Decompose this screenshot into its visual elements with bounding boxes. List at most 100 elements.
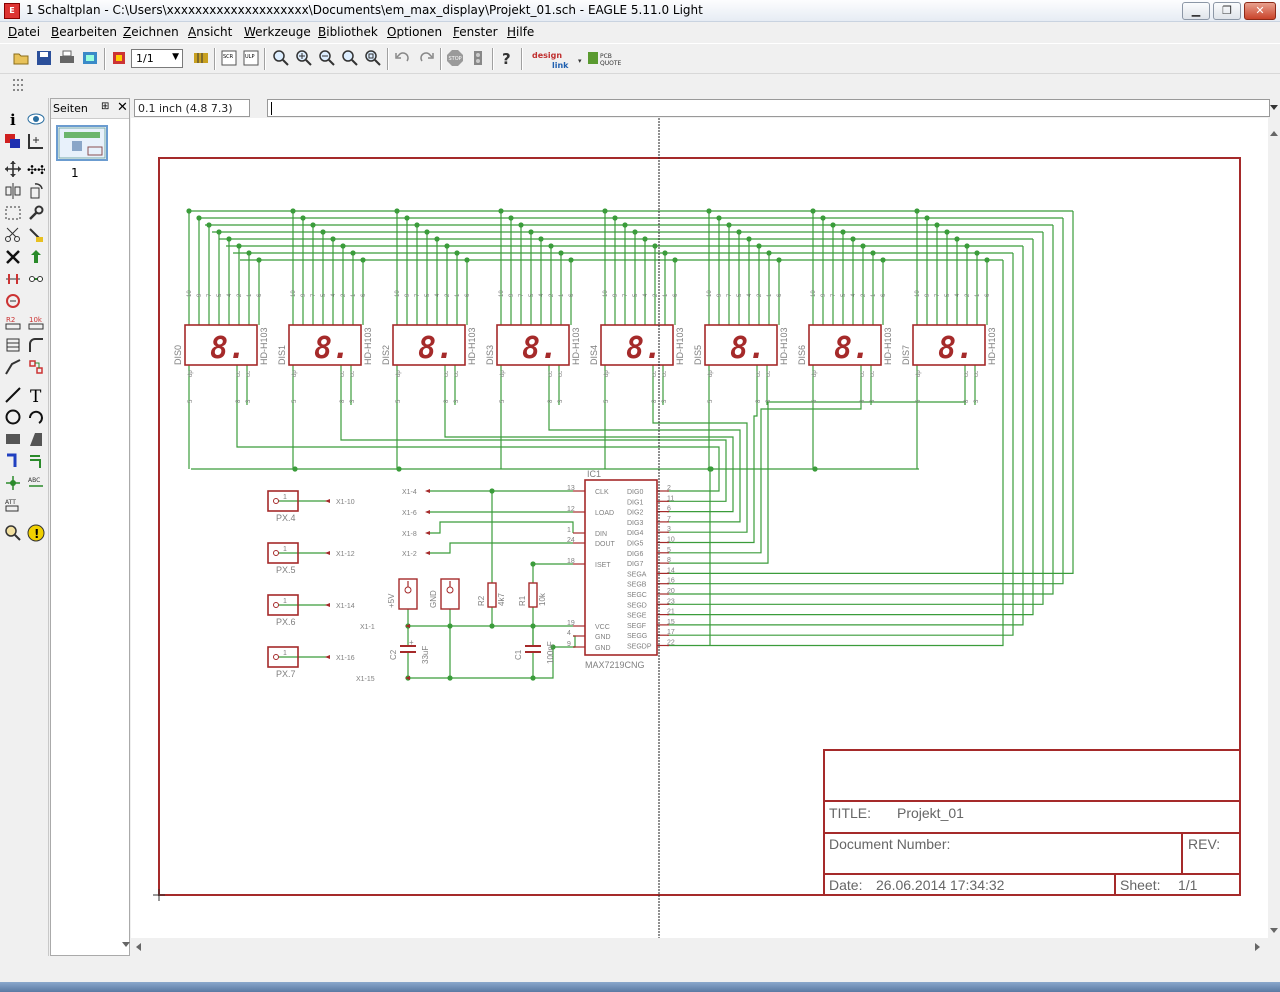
polygon-icon[interactable]: [27, 430, 45, 448]
split-icon[interactable]: [4, 358, 22, 376]
connector-pin: [267, 594, 299, 616]
pages-scroll-down-icon[interactable]: [122, 940, 130, 948]
gateswap-icon[interactable]: [27, 270, 45, 288]
invoke-icon[interactable]: [27, 358, 45, 376]
junction-dot: [707, 466, 713, 472]
go-icon[interactable]: [469, 49, 487, 67]
use-library-icon[interactable]: [192, 49, 210, 67]
paste-icon[interactable]: [27, 226, 45, 244]
copy-icon[interactable]: ✣✣: [27, 160, 45, 178]
resistor: [528, 582, 538, 608]
close-button[interactable]: ✕: [1244, 2, 1276, 20]
sheet-select[interactable]: 1/1▼: [131, 49, 183, 68]
close-icon[interactable]: ✕: [117, 100, 128, 115]
menu-zeichnen[interactable]: Zeichnen: [123, 25, 179, 39]
menu-optionen[interactable]: Optionen: [387, 25, 442, 39]
help-icon[interactable]: ?: [498, 49, 516, 67]
undo-icon[interactable]: [394, 49, 412, 67]
page-thumbnail[interactable]: [56, 125, 108, 161]
miter-icon[interactable]: [27, 336, 45, 354]
display-bottom-pin-name: dp: [396, 370, 402, 377]
redo-icon[interactable]: [417, 49, 435, 67]
grip-icon[interactable]: [12, 78, 26, 94]
menu-bearbeiten[interactable]: Bearbeiten: [51, 25, 117, 39]
info-icon[interactable]: i: [4, 110, 22, 128]
display-bottom-pin-number: 5: [812, 399, 818, 403]
errors-warning-icon[interactable]: !: [27, 524, 45, 542]
restore-button[interactable]: ❐: [1213, 2, 1241, 20]
design-link-icon[interactable]: design link ▾: [530, 48, 590, 70]
scroll-up-icon[interactable]: [1270, 130, 1278, 138]
segment-wire: [667, 253, 1014, 636]
eagle-app-icon[interactable]: E: [4, 3, 20, 19]
junction-dot: [632, 229, 638, 235]
move-icon[interactable]: [4, 160, 22, 178]
menu-bibliothek[interactable]: Bibliothek: [318, 25, 378, 39]
wire-icon[interactable]: [4, 386, 22, 404]
ulp-icon[interactable]: ULP: [242, 49, 260, 67]
name-icon[interactable]: R2: [4, 314, 22, 332]
rotate-icon[interactable]: [27, 182, 45, 200]
save-icon[interactable]: [35, 49, 53, 67]
junction-icon[interactable]: [4, 474, 22, 492]
cam-processor-icon[interactable]: [81, 49, 99, 67]
value-icon[interactable]: 10k: [27, 314, 45, 332]
windows-taskbar[interactable]: [0, 982, 1280, 992]
scroll-right-icon[interactable]: [1253, 943, 1261, 951]
net-label: X1-8: [402, 531, 417, 538]
pcb-quote-icon[interactable]: PCB QUOTE: [588, 49, 628, 69]
pinswap-icon[interactable]: [4, 270, 22, 288]
junction-dot: [830, 222, 836, 228]
menu-ansicht[interactable]: Ansicht: [188, 25, 232, 39]
pin-icon[interactable]: ⊞: [101, 101, 110, 112]
display-layers-icon[interactable]: [4, 132, 22, 150]
minimize-button[interactable]: ▁: [1182, 2, 1210, 20]
text-icon[interactable]: T: [27, 386, 45, 404]
board-switch-icon[interactable]: [110, 49, 128, 67]
zoom-fit-icon[interactable]: [272, 49, 290, 67]
bus-icon[interactable]: [4, 452, 22, 470]
open-folder-icon[interactable]: [12, 49, 30, 67]
zoom-in-icon[interactable]: [295, 49, 313, 67]
label-icon[interactable]: ABC: [27, 474, 45, 492]
menu-werkzeuge[interactable]: Werkzeuge: [244, 25, 311, 39]
replace-icon[interactable]: [4, 292, 22, 310]
mark-icon[interactable]: [27, 132, 45, 150]
rect-icon[interactable]: [4, 430, 22, 448]
print-icon[interactable]: [58, 49, 76, 67]
attribute-icon[interactable]: ATT: [4, 496, 22, 514]
smash-icon[interactable]: [4, 336, 22, 354]
display-value: HD-H103: [571, 327, 581, 365]
change-wrench-icon[interactable]: [27, 204, 45, 222]
command-input[interactable]: [267, 99, 1270, 117]
delete-icon[interactable]: [4, 248, 22, 266]
show-eye-icon[interactable]: [27, 110, 45, 128]
menu-datei[interactable]: Datei: [8, 25, 40, 39]
script-icon[interactable]: SCR: [220, 49, 238, 67]
zoom-select-icon[interactable]: [364, 49, 382, 67]
junction-dot: [840, 229, 846, 235]
menu-hilfe[interactable]: Hilfe: [507, 25, 534, 39]
stop-icon[interactable]: STOP: [446, 49, 464, 67]
vertical-scrollbar[interactable]: [1268, 118, 1280, 938]
scroll-left-icon[interactable]: [135, 943, 143, 951]
net-icon[interactable]: [27, 452, 45, 470]
horizontal-scrollbar[interactable]: [131, 938, 1268, 956]
display-bottom-pin-name: cc: [350, 371, 356, 377]
mirror-icon[interactable]: [4, 182, 22, 200]
group-icon[interactable]: [4, 204, 22, 222]
erc-magnifier-icon[interactable]: [4, 524, 22, 542]
scroll-down-icon[interactable]: [1270, 926, 1278, 934]
circle-icon[interactable]: [4, 408, 22, 426]
add-icon[interactable]: [27, 248, 45, 266]
display-pin-number: 9: [405, 293, 411, 297]
arc-icon[interactable]: [27, 408, 45, 426]
menu-fenster[interactable]: Fenster: [453, 25, 498, 39]
command-history-chevron-down-icon[interactable]: [1269, 104, 1279, 112]
zoom-out-icon[interactable]: [318, 49, 336, 67]
redraw-icon[interactable]: [341, 49, 359, 67]
cut-icon[interactable]: [4, 226, 22, 244]
display-pin-number: 6: [777, 293, 783, 297]
